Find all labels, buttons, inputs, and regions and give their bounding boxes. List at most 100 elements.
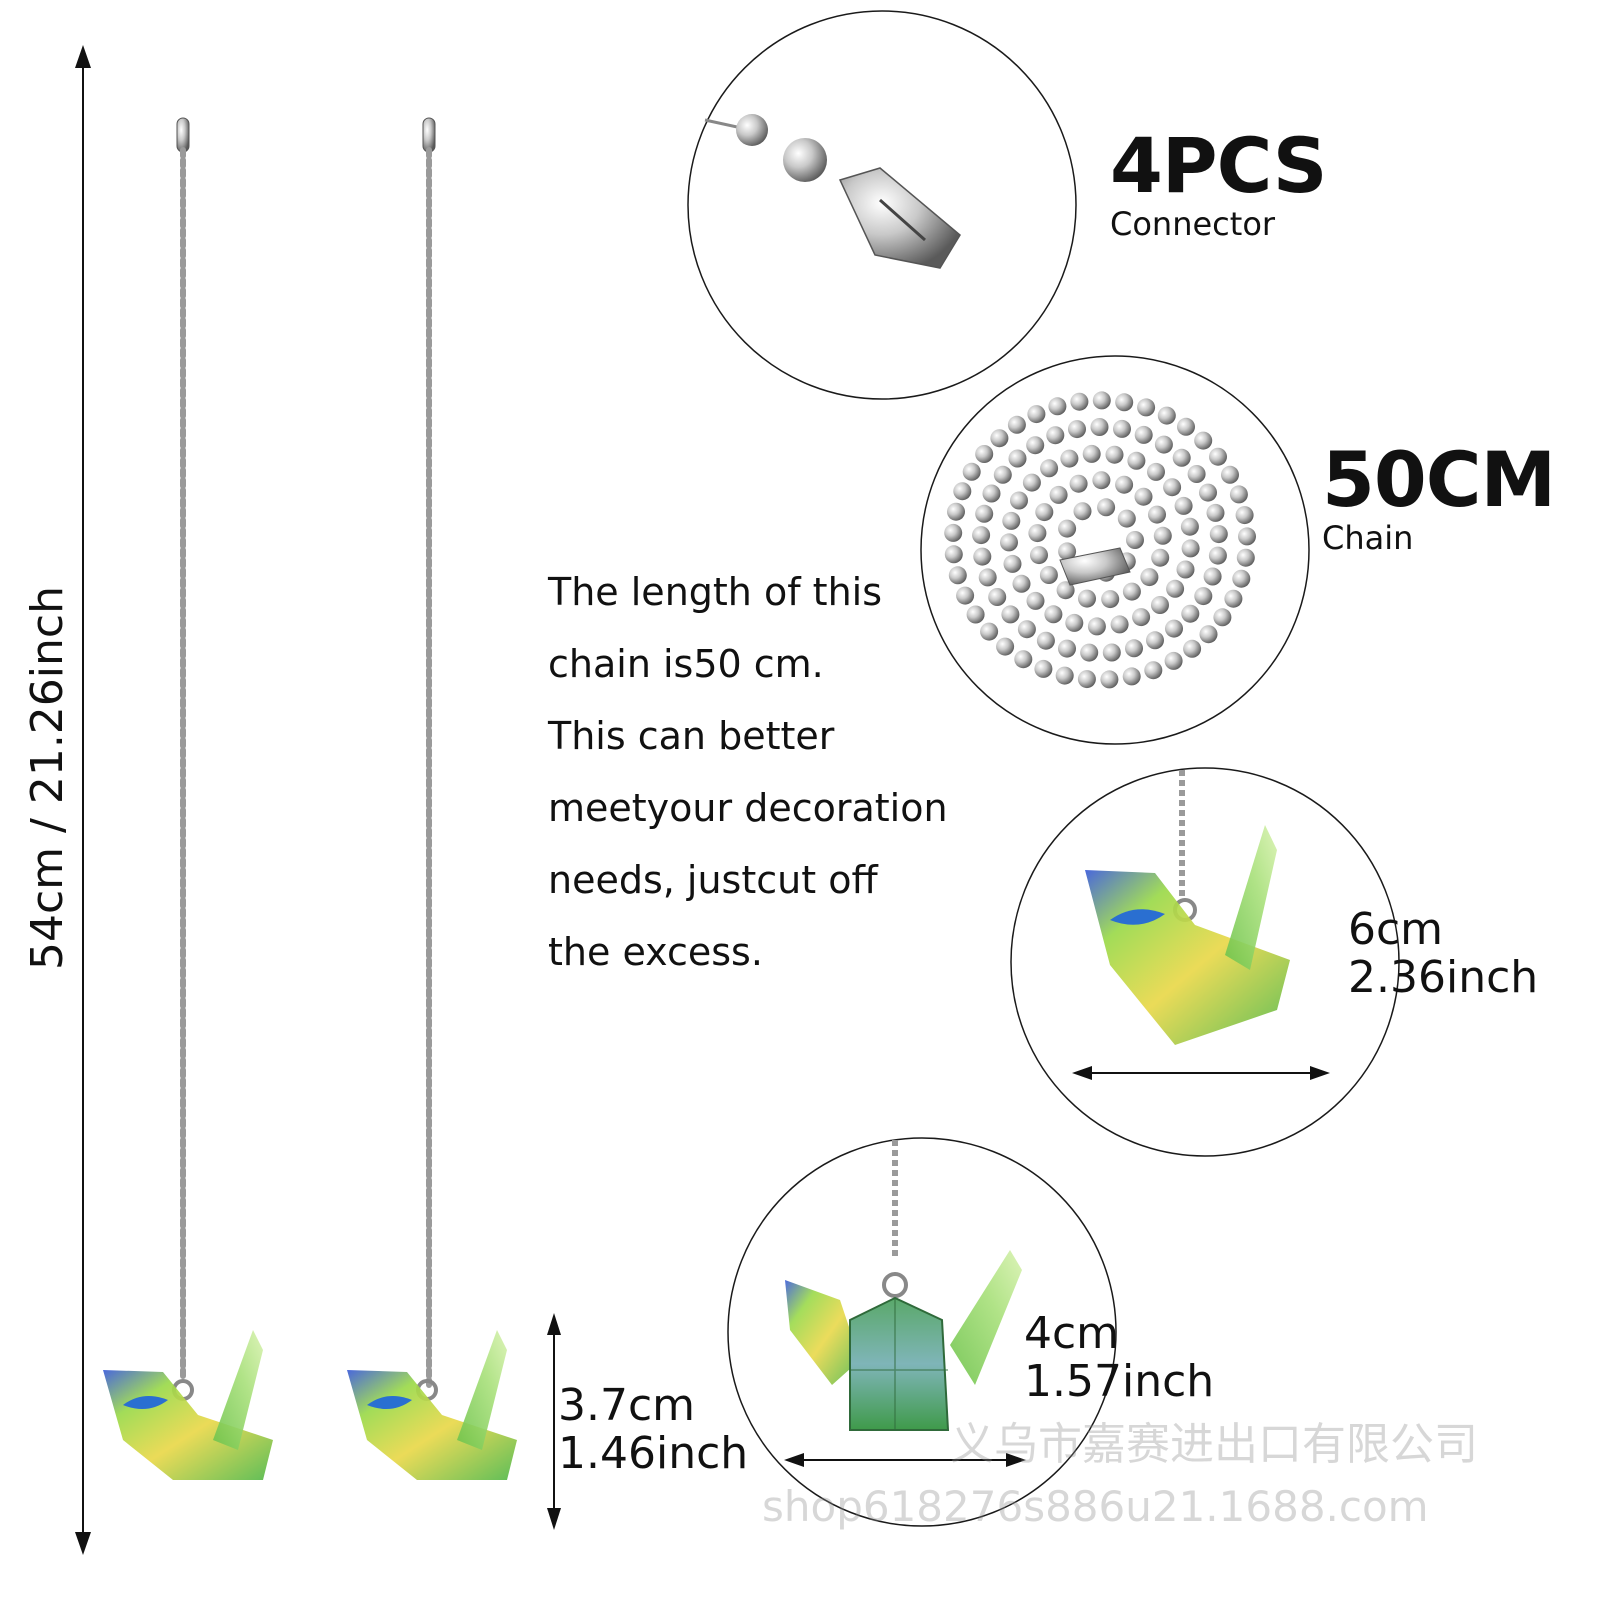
watermark-company: 义乌市嘉赛进出口有限公司 [950, 1419, 1478, 1470]
chain-bead [1221, 465, 1239, 484]
width-inch: 2.36inch [1348, 952, 1539, 1003]
crane-front-circle [727, 1137, 1117, 1527]
chain-bead [1036, 631, 1055, 650]
chain-bead [1002, 511, 1021, 530]
chain-bead [1224, 589, 1243, 608]
chain-bead [1180, 517, 1199, 536]
chain-bead [1092, 471, 1111, 490]
connector-count: 4PCS [1110, 121, 1328, 210]
chain-bead [1040, 459, 1059, 478]
chain-bead [953, 482, 972, 501]
chain-bead [1030, 546, 1048, 565]
chain-bead [1090, 418, 1109, 436]
chain-bead [1080, 643, 1099, 662]
chain-bead [1056, 581, 1075, 600]
chain-bead [990, 429, 1009, 448]
chain-bead [1199, 483, 1217, 502]
chain-bead [1132, 608, 1151, 627]
crane-pendant-1 [103, 1330, 273, 1480]
chain-bead [1125, 639, 1143, 658]
chain-bead [1137, 398, 1156, 417]
chain-bead [944, 523, 963, 542]
chain-bead [1017, 620, 1036, 639]
chain-bead [1105, 445, 1124, 464]
chain-bead [1012, 574, 1031, 593]
chain-bead [993, 465, 1012, 484]
width-cm: 6cm [1348, 904, 1444, 955]
chain-bead [1172, 448, 1191, 467]
chain-bead [1122, 582, 1141, 601]
chain-bead [1077, 670, 1096, 689]
pendant-height-cm: 3.7cm [558, 1380, 696, 1431]
chain-bead [978, 568, 997, 587]
chain-bead [1235, 506, 1254, 525]
connector-label: Connector [1110, 205, 1276, 243]
chain-bead [1122, 667, 1141, 686]
chain-bead [1127, 451, 1146, 470]
chain-bead [1092, 391, 1111, 410]
chain-bead [1144, 661, 1163, 680]
chain-bead [1087, 617, 1106, 636]
chain-bead [1151, 548, 1170, 567]
chain-bead [1065, 613, 1084, 632]
chain-bead [1187, 465, 1206, 483]
chain-bead [1117, 509, 1136, 528]
chain-bead [1028, 524, 1047, 543]
chain-bead [1154, 435, 1173, 454]
chain-bead [1000, 533, 1018, 552]
chain-bead [1014, 650, 1033, 669]
chain-bead [1007, 415, 1026, 434]
chain-bead [1110, 615, 1129, 634]
chain-bead [975, 504, 994, 523]
chain-bead [1151, 596, 1169, 614]
chain-bead [962, 462, 981, 481]
chain-bead [1209, 525, 1228, 544]
chain-bead [1194, 587, 1213, 606]
chain-bead [948, 566, 967, 585]
chain-bead [982, 484, 1001, 503]
chain-bead [1177, 417, 1195, 436]
pull-chain-1 [176, 117, 190, 1383]
chain-bead [1044, 605, 1063, 624]
chain-bead [1176, 560, 1195, 579]
chain-bead [1102, 643, 1121, 662]
chain-bead [1134, 487, 1153, 506]
chain-bead [1078, 589, 1096, 608]
watermark-shop: shop618276s886u21.1688.com [762, 1482, 1429, 1531]
chain-bead [1148, 505, 1166, 524]
chain-bead [1048, 397, 1067, 416]
chain-bead [966, 605, 985, 624]
chain-bead [1199, 625, 1218, 644]
chain-bead [1209, 447, 1227, 466]
chain-bead [1055, 666, 1074, 685]
chain-bead [1213, 608, 1232, 627]
chain-bead [1236, 548, 1255, 567]
chain-length: 50CM [1322, 435, 1556, 524]
pendant-height-inch: 1.46inch [558, 1428, 749, 1479]
description-line: meetyour decoration [548, 786, 948, 830]
chain-bead [1101, 590, 1120, 609]
chain-bead [980, 622, 999, 641]
chain-bead [1164, 651, 1183, 670]
chain-bead [1194, 431, 1213, 450]
chain-bead [1181, 539, 1200, 558]
chain-bead [988, 588, 1007, 606]
crane-width-circle [1010, 767, 1400, 1157]
chain-bead [1001, 605, 1020, 624]
chain-bead [1073, 502, 1092, 521]
pull-chain-2 [422, 117, 436, 1388]
description-line: needs, justcut off [548, 858, 878, 902]
front-width-inch: 1.57inch [1024, 1356, 1215, 1407]
chain-bead [956, 586, 975, 605]
chain-bead [1035, 503, 1054, 522]
chain-bead [1026, 591, 1045, 610]
chain-bead [1039, 566, 1058, 584]
chain-bead [1034, 659, 1053, 678]
chain-bead [1058, 542, 1077, 561]
front-width-cm: 4cm [1024, 1308, 1120, 1359]
chain-bead [1238, 527, 1256, 546]
chain-bead [972, 526, 991, 545]
chain-bead [1100, 670, 1119, 689]
chain-bead [1008, 449, 1027, 468]
